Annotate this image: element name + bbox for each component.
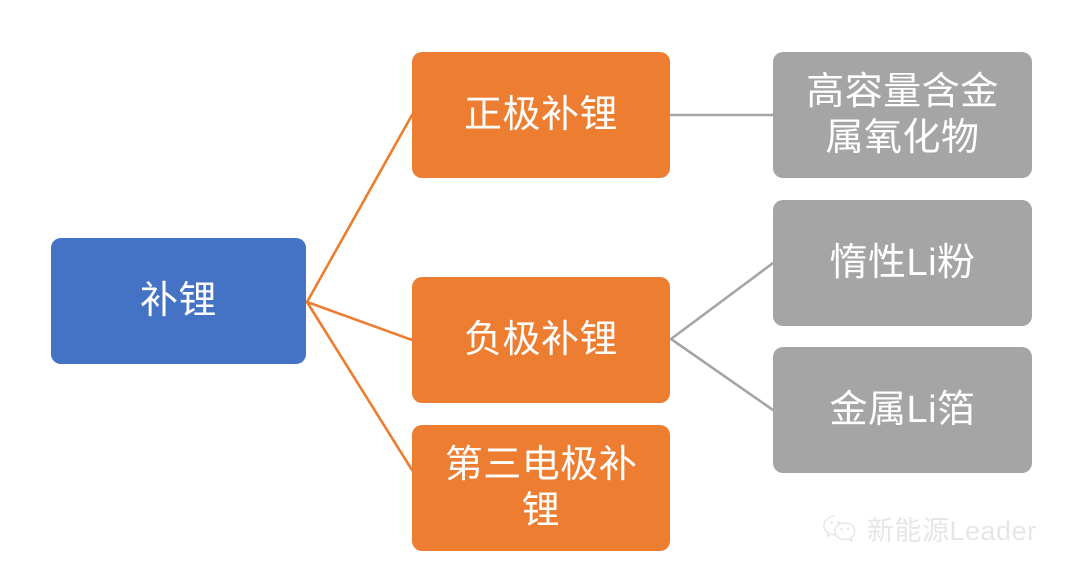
wechat-icon — [822, 514, 858, 544]
node-label: 补锂 — [139, 279, 217, 322]
connector-root-to-cathode — [305, 113, 414, 304]
watermark: 新能源Leader — [822, 509, 1037, 548]
node-label: 金属Li箔 — [829, 388, 976, 431]
node-leaf-metallic-li-foil[interactable]: 金属Li箔 — [773, 347, 1032, 473]
node-branch-cathode[interactable]: 正极补锂 — [412, 52, 670, 178]
watermark-text: 新能源Leader — [867, 516, 1037, 546]
connector-anode-to-li-foil — [669, 337, 775, 412]
node-leaf-inert-li-powder[interactable]: 惰性Li粉 — [773, 200, 1032, 326]
node-label: 惰性Li粉 — [829, 241, 976, 284]
connector-anode-to-li-powder — [669, 261, 775, 341]
node-label: 第三电极补 锂 — [444, 443, 638, 532]
node-label: 正极补锂 — [463, 93, 618, 136]
connector-root-to-anode — [305, 300, 414, 342]
node-label: 负极补锂 — [463, 318, 618, 361]
node-root-lithium-supplement[interactable]: 补锂 — [51, 238, 306, 364]
node-label: 高容量含金 属氧化物 — [806, 70, 999, 159]
node-branch-third-electrode[interactable]: 第三电极补 锂 — [412, 425, 670, 551]
node-branch-anode[interactable]: 负极补锂 — [412, 277, 670, 403]
connector-root-to-third — [305, 300, 414, 472]
node-leaf-high-capacity-metal-oxide[interactable]: 高容量含金 属氧化物 — [773, 52, 1032, 178]
